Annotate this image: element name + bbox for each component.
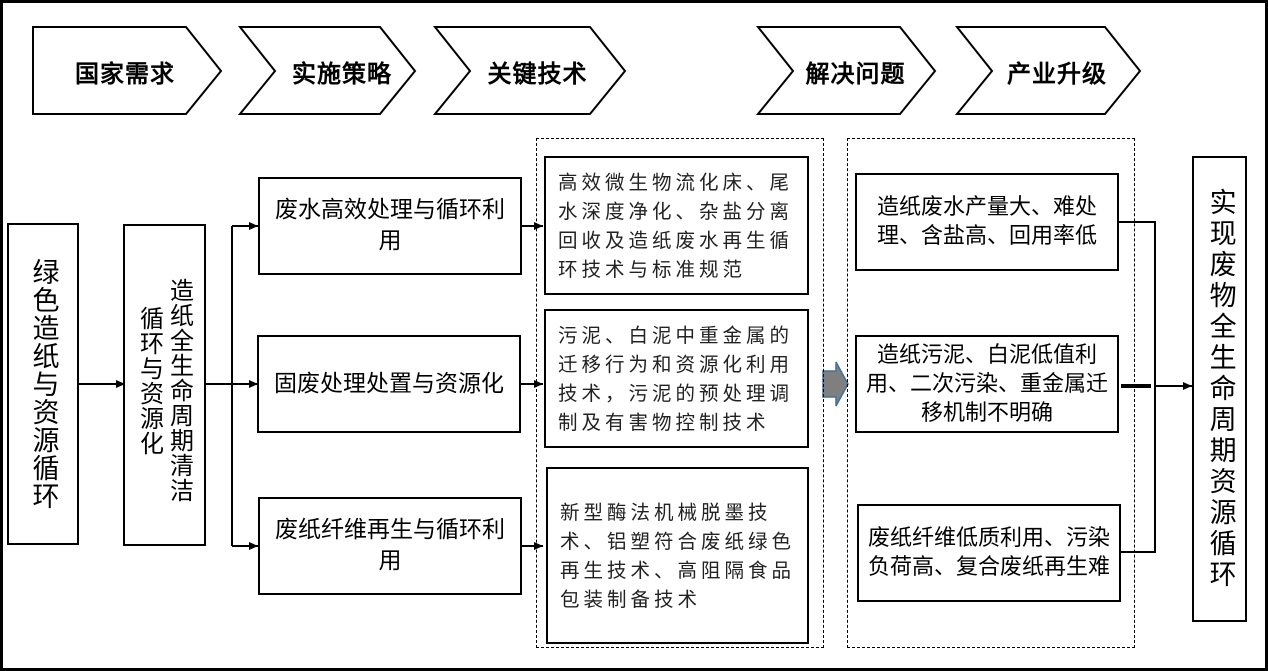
direction-wastewater: 废水高效处理与循环利用 <box>258 177 522 275</box>
tech-text: 高效微生物流化床、尾水深度净化、杂盐分离回收及造纸废水再生循环技术与标准规范 <box>558 170 794 281</box>
problem-text: 废纸纤维低质利用、污染负荷高、复合废纸再生难 <box>867 526 1110 580</box>
outcome-box: 实现废物全生命周期资源循环 <box>1192 156 1247 622</box>
direction-label: 废水高效处理与循环利用 <box>275 197 505 254</box>
stage-label-national-demand: 国家需求 <box>75 59 175 88</box>
national-demand-box: 绿色造纸与资源循环 <box>7 223 79 545</box>
problem-text: 造纸污泥、白泥低值利用、二次污染、重金属迁移机制不明确 <box>865 342 1108 426</box>
stage-label-key-tech: 关键技术 <box>487 59 588 88</box>
direction-solid-waste: 固废处理处置与资源化 <box>257 335 521 433</box>
tech-text: 污泥、白泥中重金属的迁移行为和资源化利用技术，污泥的预处理调制及有害物控制技术 <box>558 323 794 434</box>
strategy-box: 循环与资源化 造纸全生命周期清洁 <box>123 224 206 546</box>
outcome-label: 实现废物全生命周期资源循环 <box>1204 187 1236 591</box>
problem-box-waste-paper: 废纸纤维低质利用、污染负荷高、复合废纸再生难 <box>857 504 1121 602</box>
tech-box-wastewater: 高效微生物流化床、尾水深度净化、杂盐分离回收及造纸废水再生循环技术与标准规范 <box>544 156 809 295</box>
tech-box-waste-paper: 新型酶法机械脱墨技术、铝塑符合废纸绿色再生技术、高阻隔食品包装制备技术 <box>546 467 809 644</box>
problem-box-wastewater: 造纸废水产量大、难处理、含盐高、回用率低 <box>855 173 1119 271</box>
direction-label: 废纸纤维再生与循环利用 <box>275 517 505 574</box>
strategy-label-left: 造纸全生命周期清洁 <box>165 278 194 503</box>
problem-box-sludge: 造纸污泥、白泥低值利用、二次污染、重金属迁移机制不明确 <box>855 335 1119 433</box>
direction-label: 固废处理处置与资源化 <box>274 370 504 397</box>
problems-group <box>847 138 1135 648</box>
problem-text: 造纸废水产量大、难处理、含盐高、回用率低 <box>876 195 1097 249</box>
strategy-label-right: 循环与资源化 <box>135 306 164 456</box>
tech-box-solid-waste: 污泥、白泥中重金属的迁移行为和资源化利用技术，污泥的预处理调制及有害物控制技术 <box>544 309 809 448</box>
key-tech-group <box>536 138 824 648</box>
stage-label-problems: 解决问题 <box>805 59 906 88</box>
direction-waste-paper: 废纸纤维再生与循环利用 <box>258 497 522 595</box>
stage-label-upgrade: 产业升级 <box>1007 59 1107 88</box>
stage-label-strategy: 实施策略 <box>292 59 392 88</box>
tech-text: 新型酶法机械脱墨技术、铝塑符合废纸绿色再生技术、高阻隔食品包装制备技术 <box>560 500 796 611</box>
national-demand-label: 绿色造纸与资源循环 <box>27 258 59 510</box>
